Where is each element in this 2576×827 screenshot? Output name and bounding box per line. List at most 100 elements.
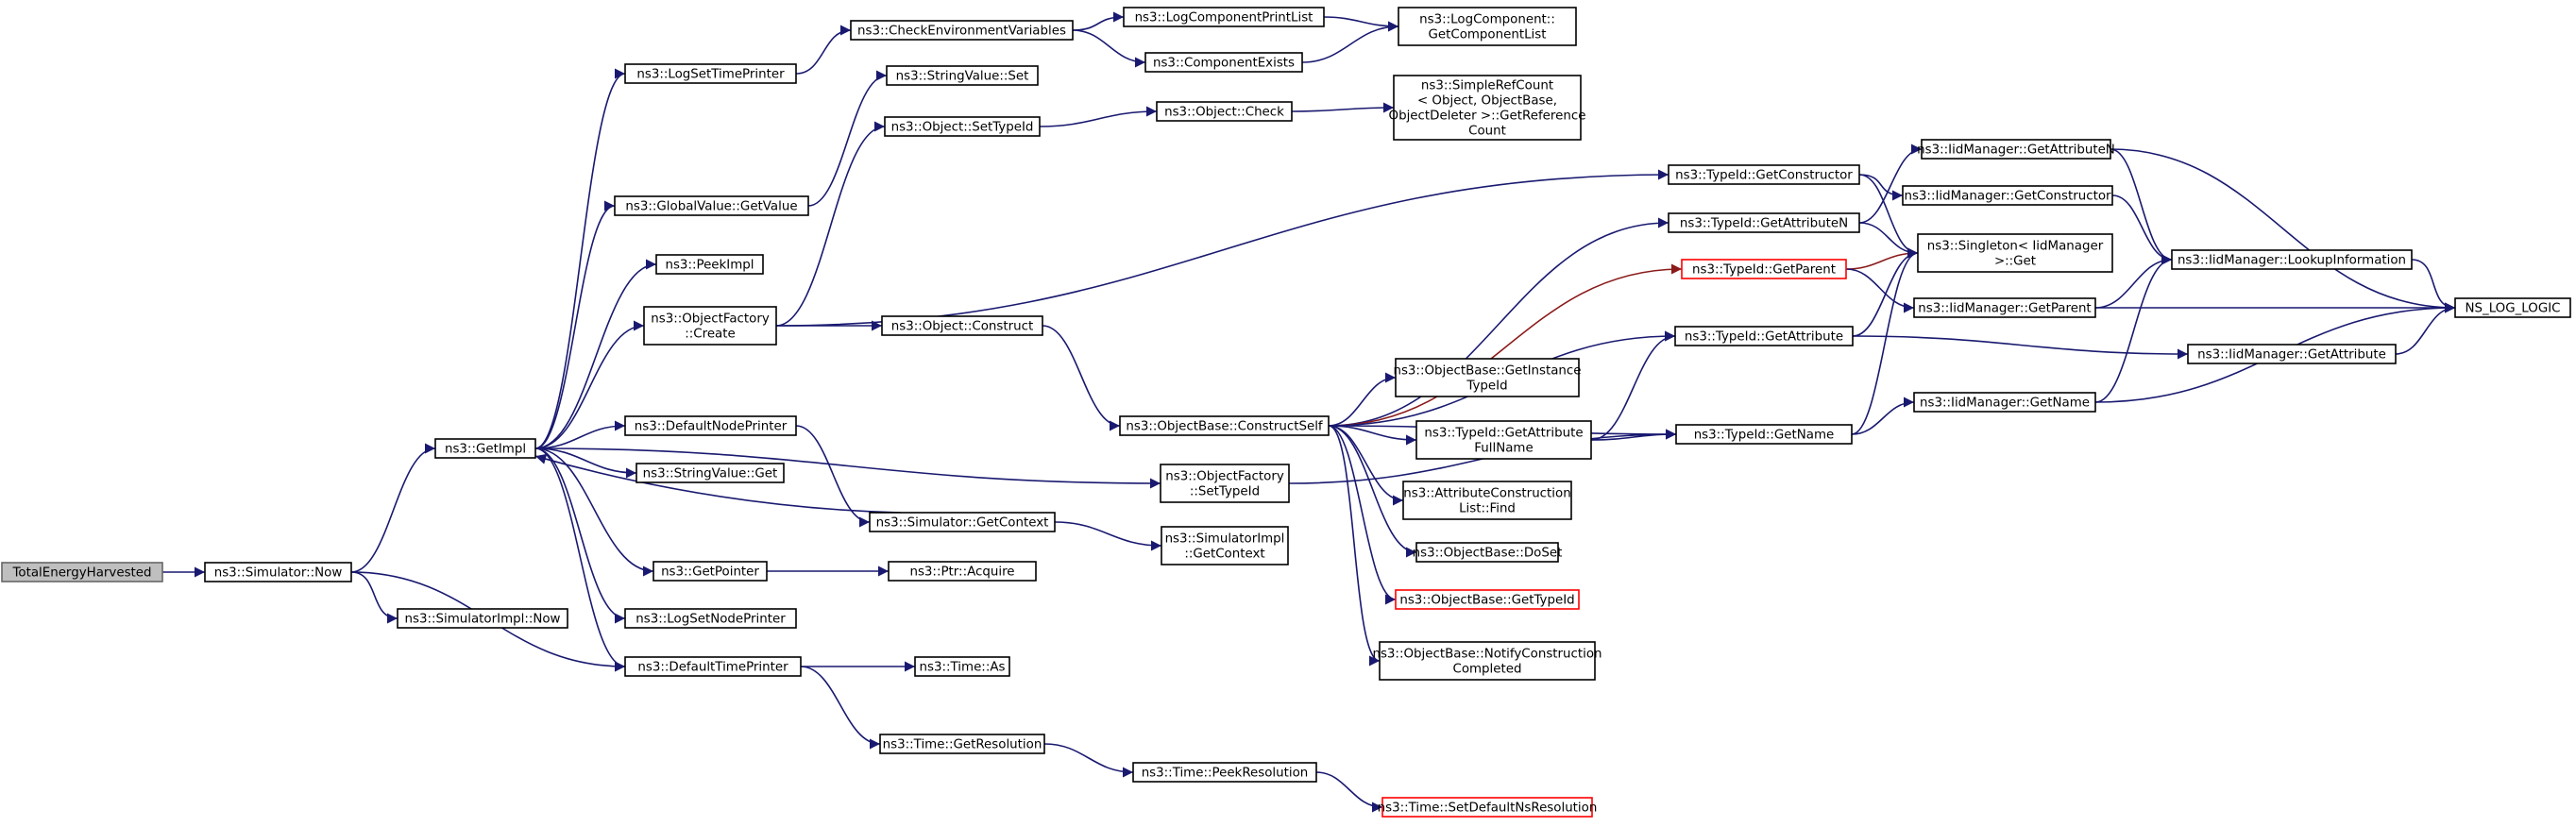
node-box[interactable] [1902,185,2113,206]
node-n32[interactable]: ns3::ObjectBase::DoSet [1413,542,1563,563]
node-n6[interactable]: ns3::GlobalValue::GetValue [614,195,809,216]
node-n16[interactable]: ns3::Object::Construct [881,315,1043,336]
node-box[interactable] [888,561,1037,582]
node-n48[interactable]: ns3::IidManager::GetAttribute [2187,344,2397,364]
node-box[interactable] [1675,424,1853,445]
node-n38[interactable]: ns3::TypeId::GetParent [1681,259,1847,279]
node-n25[interactable]: ns3::ObjectFactory::SetTypeId [1160,464,1290,503]
node-box[interactable] [1156,101,1293,122]
node-n37[interactable]: ns3::TypeId::GetAttributeN [1668,212,1860,233]
node-n8[interactable]: ns3::ObjectFactory::Create [643,306,777,346]
node-n1[interactable]: ns3::Simulator::Now [204,562,352,582]
node-box[interactable] [1921,139,2111,160]
node-box[interactable] [397,608,568,629]
node-box[interactable] [2187,344,2397,364]
node-box[interactable] [624,608,797,629]
node-box[interactable] [1395,589,1580,610]
node-n42[interactable]: ns3::IidManager::GetAttributeN [1917,139,2115,160]
node-box[interactable] [1917,233,2113,273]
node-n2[interactable]: ns3::GetImpl [434,438,536,459]
node-box[interactable] [624,656,802,677]
node-n9[interactable]: ns3::DefaultNodePrinter [624,415,797,436]
node-n11[interactable]: ns3::GetPointer [652,561,768,582]
node-n12[interactable]: ns3::LogSetNodePrinter [624,608,797,629]
node-box[interactable] [1132,762,1317,783]
node-n7[interactable]: ns3::PeekImpl [655,254,764,275]
node-box[interactable] [1379,641,1596,681]
node-n20[interactable]: ns3::Time::GetResolution [879,734,1045,754]
node-n13[interactable]: ns3::CheckEnvironmentVariables [850,20,1074,41]
node-box[interactable] [2171,249,2413,270]
node-n46[interactable]: ns3::IidManager::GetName [1913,392,2096,413]
node-n33[interactable]: ns3::ObjectBase::GetTypeId [1395,589,1580,610]
node-n39[interactable]: ns3::TypeId::GetAttribute [1674,326,1854,346]
node-n28[interactable]: ns3::LogComponent::GetComponentList [1398,7,1577,46]
node-box[interactable] [1123,7,1325,27]
node-n21[interactable]: ns3::LogComponentPrintList [1123,7,1325,27]
node-box[interactable] [434,438,536,459]
node-n49[interactable]: NS_LOG_LOGIC [2454,297,2571,318]
node-box[interactable] [1,562,163,582]
node-n14[interactable]: ns3::StringValue::Set [886,65,1039,86]
node-box[interactable] [1402,481,1572,520]
node-n4[interactable]: ns3::DefaultTimePrinter [624,656,802,677]
node-n34[interactable]: ns3::ObjectBase::NotifyConstructionCompl… [1372,641,1602,681]
node-box[interactable] [1161,526,1289,565]
node-n45[interactable]: ns3::IidManager::GetParent [1913,297,2096,318]
node-box[interactable] [1913,297,2096,318]
node-box[interactable] [204,562,352,582]
node-box[interactable] [655,254,764,275]
node-box[interactable] [1144,52,1303,73]
node-box[interactable] [1913,392,2096,413]
node-box[interactable] [652,561,768,582]
node-box[interactable] [914,656,1010,677]
node-box[interactable] [1415,542,1559,563]
node-n35[interactable]: ns3::Time::SetDefaultNsResolution [1378,797,1598,818]
node-n29[interactable]: ns3::SimpleRefCount< Object, ObjectBase,… [1389,75,1586,141]
node-n19[interactable]: ns3::Time::As [914,656,1010,677]
node-box[interactable] [643,306,777,346]
node-box[interactable] [1674,326,1854,346]
node-n0[interactable]: TotalEnergyHarvested [1,562,163,582]
node-n17[interactable]: ns3::Simulator::GetContext [869,512,1056,532]
node-n15[interactable]: ns3::Object::SetTypeId [884,116,1041,137]
node-box[interactable] [624,415,797,436]
node-box[interactable] [879,734,1045,754]
node-n44[interactable]: ns3::Singleton< IidManager >::Get [1917,233,2113,273]
node-n23[interactable]: ns3::Object::Check [1156,101,1293,122]
node-box[interactable] [1393,75,1582,141]
node-box[interactable] [1398,7,1577,46]
node-box[interactable] [1160,464,1290,503]
node-n3[interactable]: ns3::SimulatorImpl::Now [397,608,568,629]
node-n26[interactable]: ns3::SimulatorImpl::GetContext [1161,526,1289,565]
node-box[interactable] [1381,797,1593,818]
node-n22[interactable]: ns3::ComponentExists [1144,52,1303,73]
node-box[interactable] [1415,420,1592,460]
node-n41[interactable]: ns3::TypeId::GetName [1675,424,1853,445]
node-box[interactable] [1119,415,1330,436]
node-n18[interactable]: ns3::Ptr::Acquire [888,561,1037,582]
node-box[interactable] [624,63,797,84]
node-n10[interactable]: ns3::StringValue::Get [636,463,785,483]
node-box[interactable] [881,315,1043,336]
node-n5[interactable]: ns3::LogSetTimePrinter [624,63,797,84]
node-box[interactable] [869,512,1056,532]
node-box[interactable] [884,116,1041,137]
node-box[interactable] [1395,358,1580,397]
node-n27[interactable]: ns3::Time::PeekResolution [1132,762,1317,783]
node-box[interactable] [850,20,1074,41]
node-box[interactable] [614,195,809,216]
node-n47[interactable]: ns3::IidManager::LookupInformation [2171,249,2413,270]
node-box[interactable] [886,65,1039,86]
node-n36[interactable]: ns3::TypeId::GetConstructor [1668,164,1860,185]
node-box[interactable] [636,463,785,483]
node-box[interactable] [1668,164,1860,185]
node-box[interactable] [1681,259,1847,279]
node-n24[interactable]: ns3::ObjectBase::ConstructSelf [1119,415,1330,436]
node-n43[interactable]: ns3::IidManager::GetConstructor [1902,185,2113,206]
node-box[interactable] [1668,212,1860,233]
node-box[interactable] [2454,297,2571,318]
